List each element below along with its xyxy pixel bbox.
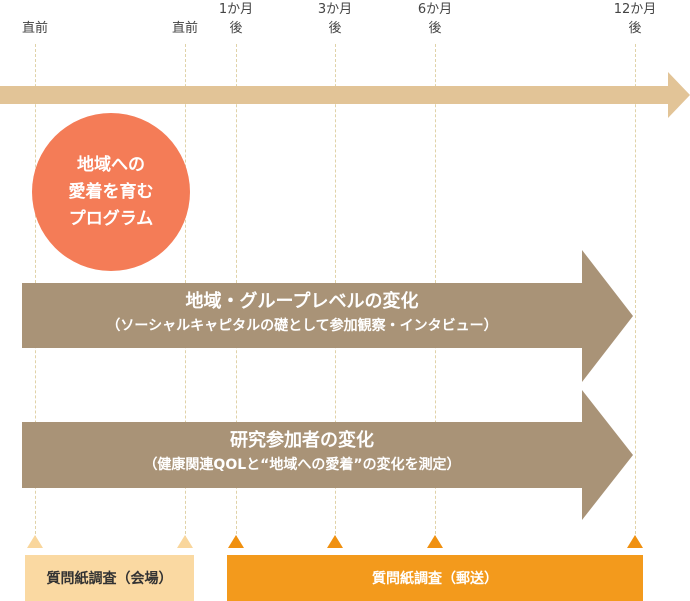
- mail-survey-marker-12: [627, 535, 643, 548]
- participant-change-title: 研究参加者の変化: [230, 430, 374, 451]
- timepoint-12-month: 12か月 後: [605, 0, 665, 38]
- mail-survey-marker-3: [327, 535, 343, 548]
- timepoint-line1: 6か月: [417, 2, 453, 17]
- guide-line-12-month: [635, 44, 636, 544]
- timepoint-line1: 12か月: [613, 2, 657, 17]
- timepoint-line2: 直前: [171, 21, 198, 36]
- timepoint-line2: 後: [628, 21, 642, 36]
- timepoint-line2: 後: [229, 21, 243, 36]
- group-change-arrow-text: 地域・グループレベルの変化 （ソーシャルキャピタルの礎として参加観察・インタビュ…: [22, 289, 582, 337]
- mail-survey-marker-6: [427, 535, 443, 548]
- timepoint-line2: 直前: [21, 21, 48, 36]
- timepoint-before-2: 直前: [155, 0, 215, 38]
- program-circle: 地域への 愛着を育む プログラム: [32, 113, 190, 271]
- timeline-arrow: [0, 72, 690, 118]
- participant-change-arrow-text: 研究参加者の変化 （健康関連QOLと“地域への愛着”の変化を測定）: [22, 428, 582, 476]
- timepoint-1-month: 1か月 後: [206, 0, 266, 38]
- mail-survey-marker-1: [228, 535, 244, 548]
- group-change-arrow: [22, 250, 633, 382]
- group-change-subtitle: （ソーシャルキャピタルの礎として参加観察・インタビュー）: [106, 318, 498, 334]
- mail-survey-label: 質問紙調査（郵送）: [372, 571, 498, 587]
- venue-survey-box: 質問紙調査（会場）: [25, 555, 194, 601]
- participant-change-arrow: [22, 390, 633, 520]
- venue-survey-label: 質問紙調査（会場）: [46, 571, 173, 587]
- timepoint-3-month: 3か月 後: [305, 0, 365, 38]
- timepoint-line1: 3か月: [317, 2, 353, 17]
- timepoint-line1: 1か月: [218, 2, 254, 17]
- participant-change-subtitle: （健康関連QOLと“地域への愛着”の変化を測定）: [143, 457, 461, 473]
- timepoint-6-month: 6か月 後: [405, 0, 465, 38]
- timepoint-line2: 後: [428, 21, 442, 36]
- group-change-title: 地域・グループレベルの変化: [185, 291, 419, 312]
- venue-survey-marker-1: [27, 535, 43, 548]
- venue-survey-marker-2: [177, 535, 193, 548]
- timepoint-line2: 後: [328, 21, 342, 36]
- mail-survey-box: 質問紙調査（郵送）: [227, 555, 643, 601]
- program-label: 地域への 愛着を育む プログラム: [68, 154, 154, 229]
- timepoint-before-1: 直前: [5, 0, 65, 38]
